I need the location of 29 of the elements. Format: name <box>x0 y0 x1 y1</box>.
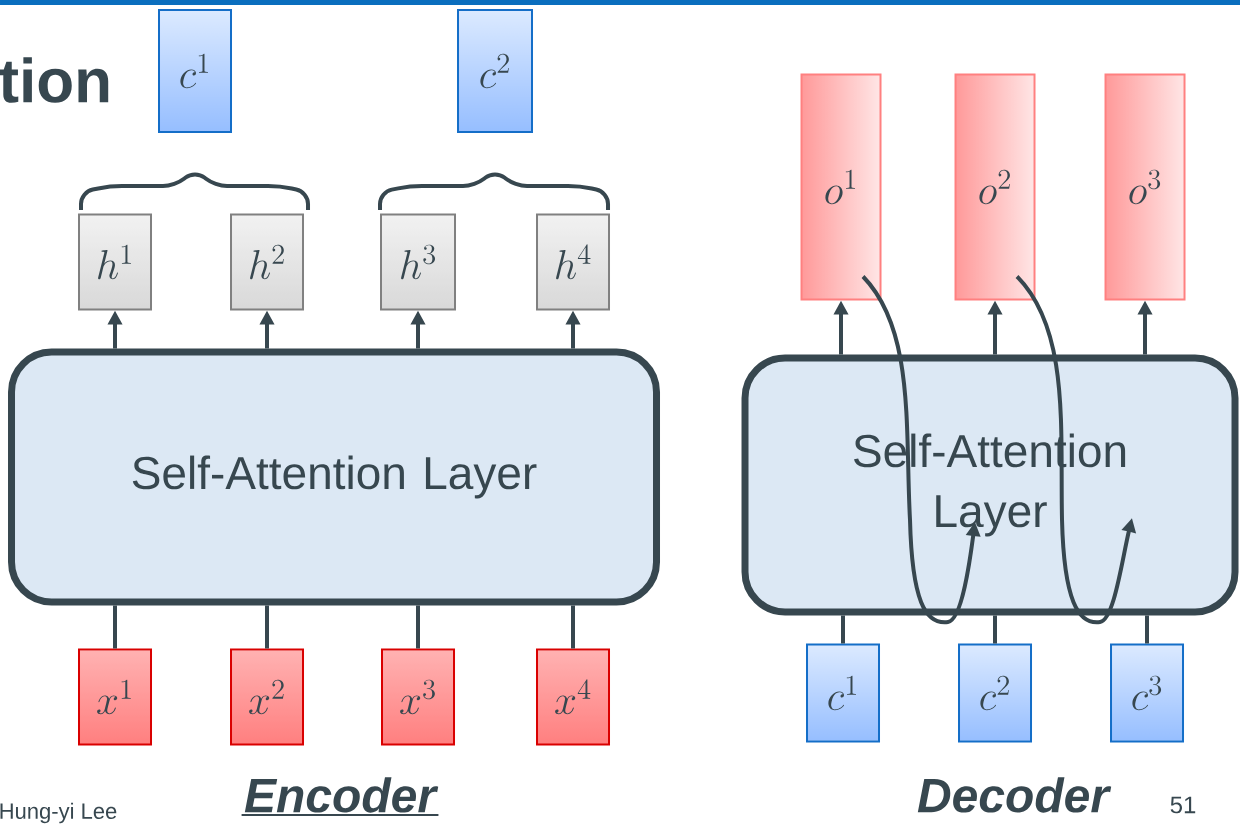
vector-box: $o^{1}$ <box>800 73 882 301</box>
connector-line <box>841 615 845 644</box>
vector-box: $c^{2}$ <box>958 643 1032 743</box>
vector-box: $h^{4}$ <box>536 213 610 311</box>
page-number: 51 <box>1170 796 1196 814</box>
vector-box: $o^{2}$ <box>954 73 1036 301</box>
connector-line <box>571 605 575 649</box>
vector-box: $c^{3}$ <box>1110 643 1184 743</box>
section-label: Encoder <box>244 777 439 813</box>
connector-line <box>265 605 269 649</box>
vector-box: $c^{2}$ <box>457 9 533 133</box>
layer-box: Self-Attention Layer <box>8 348 660 606</box>
connector-line <box>993 615 997 644</box>
author-name: Hung-yi Lee <box>0 802 117 824</box>
vector-box: $h^{2}$ <box>230 213 304 311</box>
vector-box: $h^{1}$ <box>78 213 152 311</box>
vector-box: $x^{4}$ <box>536 648 610 746</box>
vector-box: $c^{1}$ <box>806 643 880 743</box>
vector-box: $x^{2}$ <box>230 648 304 746</box>
vector-box: $x^{1}$ <box>78 648 152 746</box>
connector-line <box>113 605 117 649</box>
vector-box: $h^{3}$ <box>380 213 456 311</box>
connector-line <box>1145 615 1149 644</box>
slide-title: tion <box>0 57 109 103</box>
vector-box: $x^{3}$ <box>381 648 455 746</box>
connector-line <box>416 605 420 649</box>
vector-box: $o^{3}$ <box>1104 73 1186 301</box>
vector-box: $c^{1}$ <box>158 9 232 133</box>
section-label: Decoder <box>917 777 1112 813</box>
